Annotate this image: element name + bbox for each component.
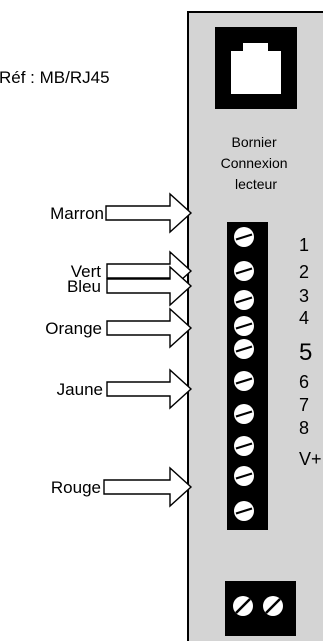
terminal-screw-icon [234,227,254,247]
terminal-screw-icon [234,436,254,456]
power-terminal-screws [233,596,283,616]
wire-row: Bleu [67,265,193,307]
terminal-number-label: 8 [299,418,309,438]
terminal-screw-icon [234,290,254,310]
wire-row: Marron [50,192,193,234]
wire-row: Rouge [51,466,193,508]
module-label-line-2: Connexion [221,155,288,171]
terminal-screw-icon [234,466,254,486]
wire-arrow-icon [106,307,193,349]
wire-color-label: Jaune [57,380,103,399]
wire-color-label: Rouge [51,478,101,497]
terminal-number-label: 7 [299,395,309,415]
terminal-number-label: 2 [299,262,309,282]
terminal-number-label: 6 [299,372,309,392]
wire-arrow-icon [103,466,193,508]
terminal-screw-icon [234,261,254,281]
power-screw-1-slot [235,598,251,614]
terminal-number-label: 1 [299,235,309,255]
reference-label: Réf : MB/RJ45 [0,68,110,87]
terminal-screws [234,227,254,521]
wire-color-label: Marron [50,204,104,223]
wire-color-label: Orange [45,319,102,338]
module-label: Bornier Connexion lecteur [221,134,292,192]
terminal-number-label: 5 [299,339,312,366]
terminal-screw-icon [234,371,254,391]
terminal-numbers: 1 2 34 5 6 7 8V+ [299,235,322,469]
wire-row: Jaune [57,368,193,410]
wire-row: Orange [45,307,193,349]
power-screw-2-slot [265,598,281,614]
wire-arrow-icon [106,265,193,307]
terminal-screw-icon [234,501,254,521]
terminal-screw-icon [234,404,254,424]
module-label-line-3: lecteur [235,176,277,192]
terminal-screw-icon [234,316,254,336]
module-label-line-1: Bornier [231,134,276,150]
wire-color-label: Bleu [67,277,101,296]
terminal-number-label: 4 [299,308,309,328]
terminal-screw-icon [234,339,254,359]
terminal-number-label: V+ [299,449,322,469]
wire-color-label: Vert [71,262,102,281]
wire-arrow-icon [105,192,193,234]
rj45-socket-icon [215,27,297,109]
terminal-number-label: 3 [299,286,309,306]
wire-arrow-icon [106,368,193,410]
